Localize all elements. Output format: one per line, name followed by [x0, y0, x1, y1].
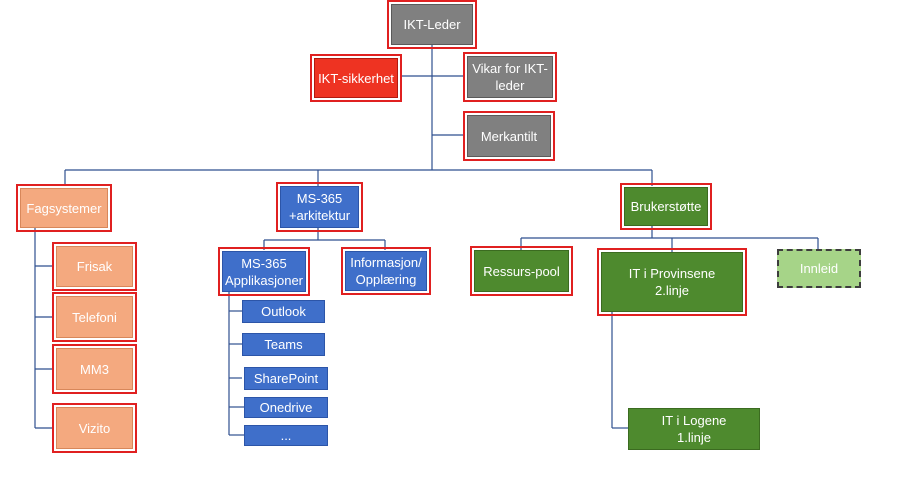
- node-merkantilt: Merkantilt: [463, 111, 555, 161]
- node-it-logene: IT i Logene 1.linje: [628, 408, 760, 450]
- node-fagsystemer: Fagsystemer: [16, 184, 112, 232]
- node-teams: Teams: [242, 333, 325, 356]
- node-ms365-applikasjoner: MS-365 Applikasjoner: [218, 247, 310, 296]
- node-vikar-ikt-leder: Vikar for IKT- leder: [463, 52, 557, 102]
- node-innleid: Innleid: [777, 249, 861, 288]
- node-ressurs-pool: Ressurs-pool: [470, 246, 573, 296]
- node-mm3: MM3: [52, 344, 137, 394]
- node-more: ...: [244, 425, 328, 446]
- node-telefoni: Telefoni: [52, 292, 137, 342]
- node-ms365-arkitektur: MS-365 +arkitektur: [276, 182, 363, 232]
- node-ikt-sikkerhet: IKT-sikkerhet: [310, 54, 402, 102]
- node-onedrive: Onedrive: [244, 397, 328, 418]
- node-vizito: Vizito: [52, 403, 137, 453]
- node-sharepoint: SharePoint: [244, 367, 328, 390]
- node-informasjon-opplaering: Informasjon/ Opplæring: [341, 247, 431, 295]
- node-outlook: Outlook: [242, 300, 325, 323]
- node-brukerstotte: Brukerstøtte: [620, 183, 712, 230]
- node-it-provinsene: IT i Provinsene 2.linje: [597, 248, 747, 316]
- node-frisak: Frisak: [52, 242, 137, 291]
- node-ikt-leder: IKT-Leder: [387, 0, 477, 49]
